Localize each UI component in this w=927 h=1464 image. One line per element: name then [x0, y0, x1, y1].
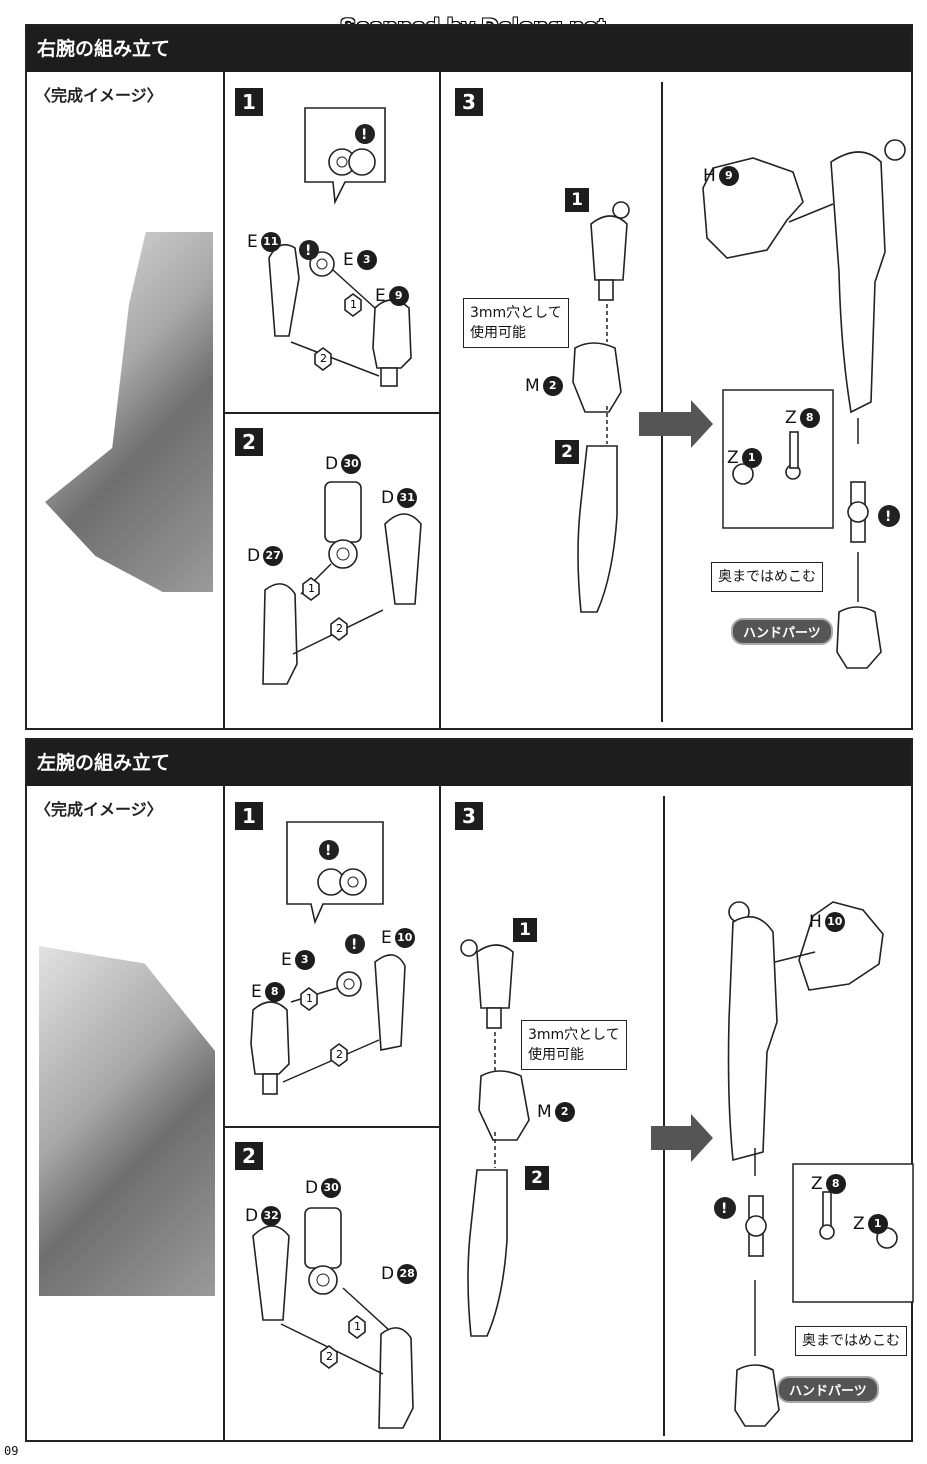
completed-image-panel: 〈完成イメージ〉 [27, 72, 225, 730]
completed-photo [45, 232, 213, 592]
svg-text:2: 2 [336, 1048, 343, 1061]
step-number: 3 [455, 802, 483, 830]
section-title: 左腕の組み立て [27, 740, 911, 786]
svg-text:!: ! [351, 937, 357, 953]
step-1-diagram: ! ! 1 2 [268, 107, 412, 387]
hand-parts-label: ハンドパーツ [731, 618, 833, 645]
step-divider [661, 82, 663, 722]
svg-text:2: 2 [336, 622, 343, 635]
svg-text:!: ! [721, 1201, 727, 1217]
usage-note-line-1: 3mm穴として [470, 305, 562, 321]
completed-label: 〈完成イメージ〉 [35, 800, 163, 819]
step-number: 3 [455, 88, 483, 116]
completed-image-panel: 〈完成イメージ〉 [27, 786, 225, 1442]
usage-note: 3mm穴として 使用可能 [463, 298, 569, 348]
completed-photo [39, 946, 215, 1296]
page-number: 09 [4, 1444, 19, 1458]
substep-1: 1 [513, 918, 537, 942]
svg-text:2: 2 [320, 352, 327, 365]
svg-text:!: ! [361, 127, 367, 143]
step-divider [663, 796, 665, 1436]
hand-parts-label: ハンドパーツ [777, 1376, 879, 1403]
svg-text:2: 2 [326, 1350, 333, 1363]
step-3-right-diagram: ! [714, 901, 914, 1427]
usage-note-line-2: 使用可能 [528, 1047, 584, 1063]
svg-text:1: 1 [306, 992, 313, 1005]
svg-text:1: 1 [350, 298, 357, 311]
svg-text:!: ! [325, 843, 331, 859]
svg-text:1: 1 [308, 582, 315, 595]
usage-note-line-2: 使用可能 [470, 325, 526, 341]
completed-label: 〈完成イメージ〉 [35, 86, 163, 105]
step-3-left-diagram [460, 939, 713, 1337]
section-title: 右腕の組み立て [27, 26, 911, 72]
svg-text:!: ! [305, 243, 311, 259]
usage-note: 3mm穴として 使用可能 [521, 1020, 627, 1070]
substep-1: 1 [565, 188, 589, 212]
step-2-diagram: 1 2 [252, 1207, 414, 1429]
step-number: 1 [235, 88, 263, 116]
step-number: 2 [235, 1142, 263, 1170]
push-in-note: 奥まではめこむ [711, 562, 823, 592]
svg-text:!: ! [885, 509, 891, 525]
step-number: 1 [235, 802, 263, 830]
substep-2: 2 [555, 440, 579, 464]
push-in-note: 奥まではめこむ [795, 1326, 907, 1356]
step-number: 2 [235, 428, 263, 456]
step-3-right-diagram: ! [702, 139, 906, 669]
step-3-left-diagram [572, 201, 713, 613]
substep-2: 2 [525, 1166, 549, 1190]
step-1-diagram: ! ! 1 2 [250, 821, 406, 1095]
step-2-diagram: 1 2 [262, 481, 422, 685]
svg-text:1: 1 [354, 1320, 361, 1333]
usage-note-line-1: 3mm穴として [528, 1027, 620, 1043]
